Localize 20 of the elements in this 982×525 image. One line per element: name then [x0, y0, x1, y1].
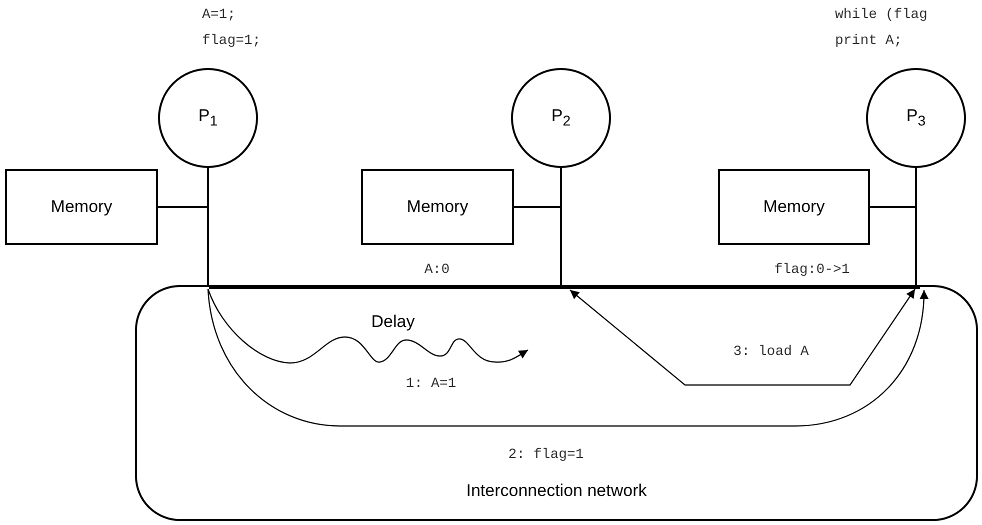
memory-label: Memory	[763, 197, 825, 217]
message-arrow	[207, 288, 928, 427]
memory-link	[870, 206, 917, 287]
memory-link	[514, 206, 562, 287]
network-label: Interconnection network	[466, 481, 647, 501]
memory-link	[158, 206, 209, 287]
message-arrow	[207, 288, 528, 364]
code-text: A=1; flag=1;	[202, 6, 261, 51]
memory-box	[5, 169, 158, 245]
processor-label: P$_{3}$	[906, 106, 926, 130]
memory-box	[361, 169, 514, 245]
code-text: while (flag print A;	[835, 6, 928, 51]
bus-line	[209, 287, 920, 289]
memory-label: Memory	[50, 197, 112, 217]
memory-box	[718, 169, 870, 245]
processor-label: P$_{1}$	[198, 106, 218, 130]
network-box	[135, 285, 978, 521]
message-arrow	[570, 288, 916, 386]
processor-label: P$_{2}$	[551, 106, 571, 130]
memory-label: Memory	[406, 197, 468, 217]
